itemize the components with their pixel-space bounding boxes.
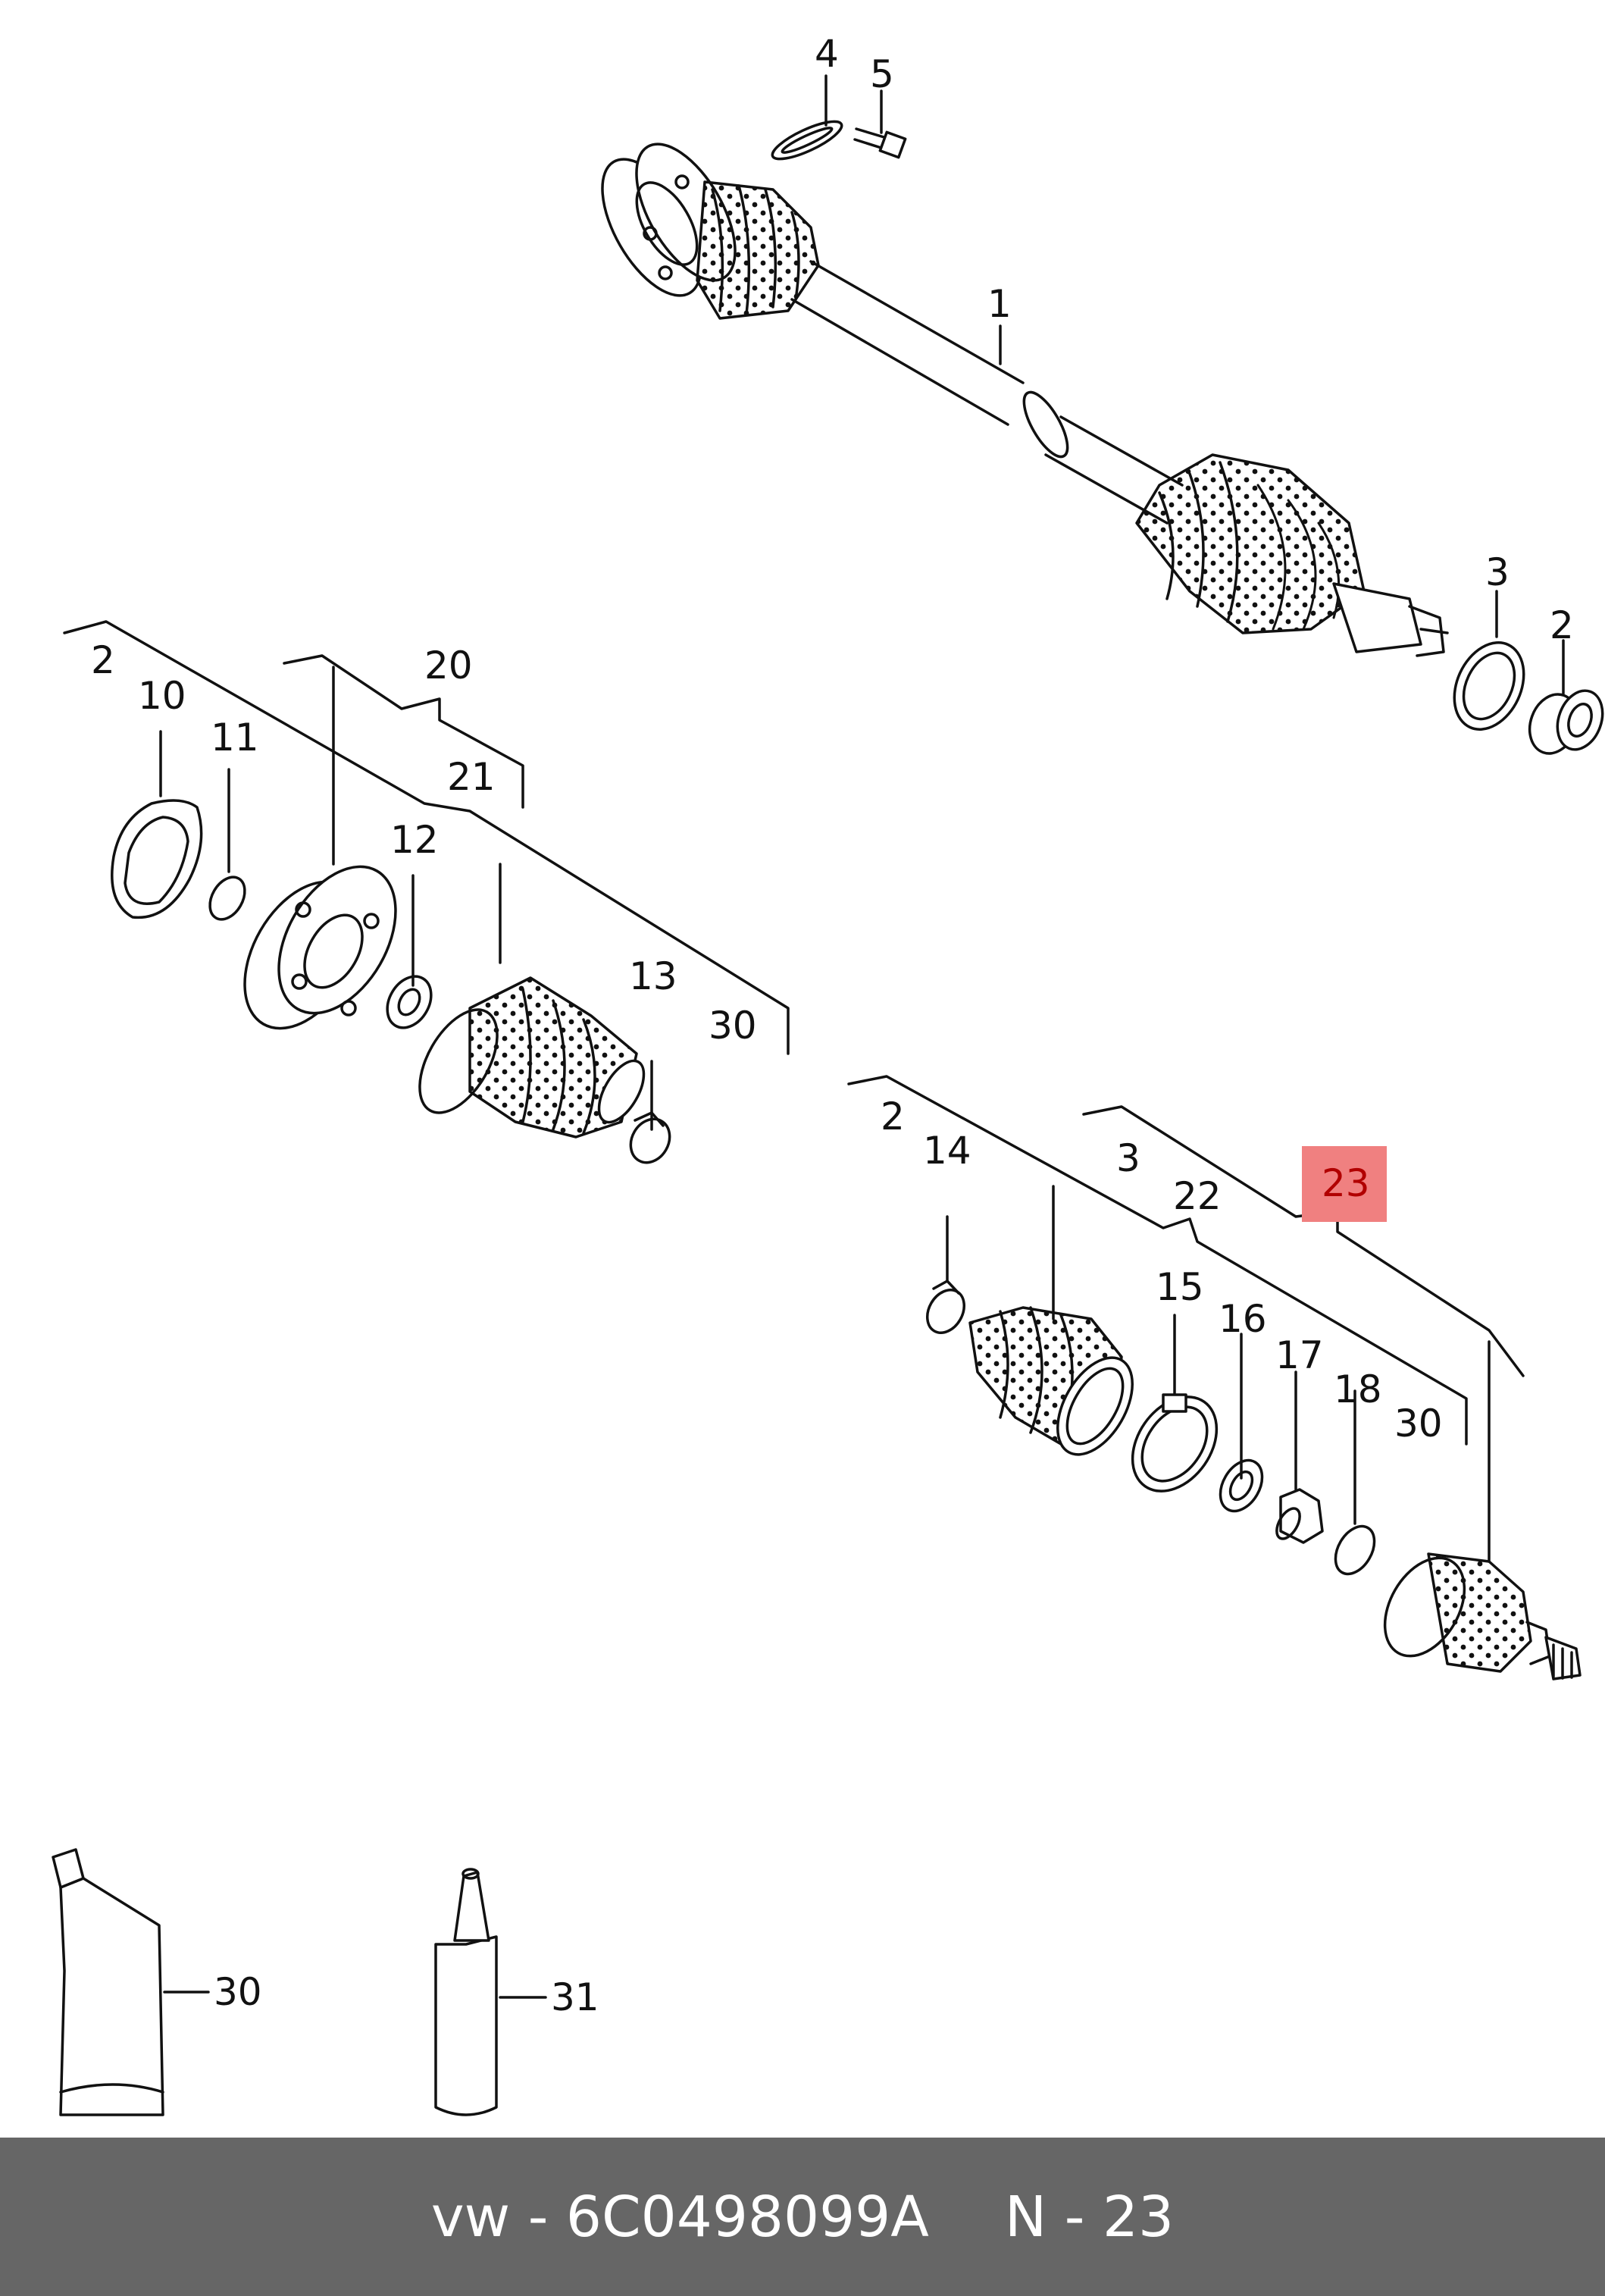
label-23[interactable]: 23	[1322, 1161, 1370, 1205]
label-5[interactable]: 5	[870, 52, 894, 96]
label-3[interactable]: 3	[1485, 550, 1510, 594]
hose-clamp-small[interactable]	[920, 1280, 971, 1339]
spacer-ring[interactable]	[1212, 1453, 1271, 1518]
label-17[interactable]: 17	[1275, 1333, 1324, 1377]
clamp-ring[interactable]	[1115, 1381, 1234, 1507]
retaining-clip[interactable]	[768, 114, 846, 166]
label-30-right[interactable]: 30	[1394, 1402, 1443, 1446]
label-21[interactable]: 21	[447, 755, 496, 799]
label-22[interactable]: 22	[1173, 1174, 1222, 1218]
bolt[interactable]	[853, 127, 907, 159]
label-3-right[interactable]: 3	[1116, 1136, 1140, 1180]
label-12[interactable]: 12	[390, 818, 439, 862]
circlip[interactable]	[203, 871, 252, 926]
label-14[interactable]: 14	[923, 1129, 971, 1173]
hex-nut[interactable]	[1522, 684, 1605, 760]
sealant-bottle[interactable]	[434, 1868, 498, 2116]
joint-boot-inner[interactable]	[404, 976, 653, 1139]
label-2-left[interactable]: 2	[91, 638, 115, 682]
label-10[interactable]: 10	[138, 674, 186, 718]
part-number-footer: vw - 6C0498099A N - 23	[0, 2138, 1605, 2296]
label-2[interactable]: 2	[1550, 603, 1574, 647]
sealing-ring[interactable]	[1441, 631, 1538, 741]
label-4[interactable]: 4	[815, 32, 839, 76]
washer[interactable]	[378, 969, 440, 1035]
label-13[interactable]: 13	[629, 954, 677, 998]
label-16[interactable]: 16	[1219, 1297, 1267, 1341]
label-11[interactable]: 11	[211, 716, 259, 760]
label-30-tube[interactable]: 30	[214, 1970, 262, 2014]
cv-joint-inner[interactable]	[221, 847, 420, 1049]
grease-tube[interactable]	[52, 1848, 164, 2116]
hose-clamp[interactable]	[623, 1111, 677, 1170]
exploded-parts-diagram: 1 2 3 4 5 2 10 11 20 21 12 13 30 2 14 3 …	[52, 32, 1605, 2116]
label-2-right[interactable]: 2	[881, 1095, 905, 1139]
circlip-outer[interactable]	[1328, 1520, 1382, 1581]
part-number: vw - 6C0498099A	[430, 2184, 929, 2250]
joint-boot-outer[interactable]	[968, 1306, 1148, 1467]
label-18[interactable]: 18	[1334, 1367, 1382, 1411]
position-code: N - 23	[1004, 2184, 1175, 2250]
label-30-left[interactable]: 30	[709, 1004, 757, 1048]
label-15[interactable]: 15	[1156, 1265, 1204, 1309]
label-31[interactable]: 31	[551, 1975, 599, 2019]
cv-joint-outer[interactable]	[1369, 1544, 1582, 1680]
highlight-box	[1302, 1146, 1387, 1222]
label-20[interactable]: 20	[424, 644, 473, 688]
dished-washer[interactable]	[1272, 1488, 1324, 1544]
label-1[interactable]: 1	[987, 282, 1012, 326]
drive-shaft-assembly[interactable]	[582, 128, 1449, 657]
callout-labels: 1 2 3 4 5 2 10 11 20 21 12 13 30 2 14 3 …	[91, 32, 1574, 2019]
gasket[interactable]	[111, 799, 203, 919]
